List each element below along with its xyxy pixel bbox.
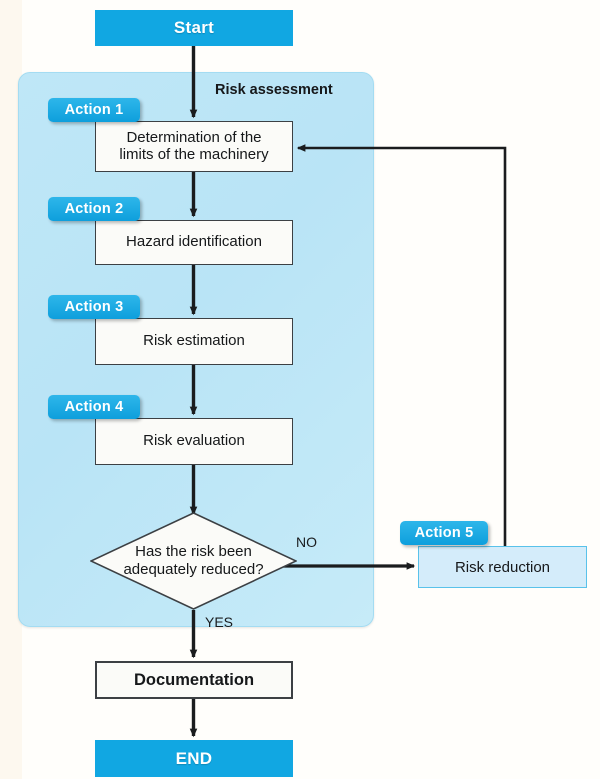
- decision-text: Has the risk been adequately reduced?: [90, 512, 297, 610]
- decision-line1: Has the risk been: [135, 543, 252, 561]
- start-terminator[interactable]: Start: [95, 10, 293, 46]
- badge-action-5[interactable]: Action 5: [400, 521, 488, 545]
- decision-line2: adequately reduced?: [123, 561, 264, 578]
- step-box-determination-of-limits[interactable]: Determination of the limits of the machi…: [95, 121, 293, 172]
- branch-label-no: NO: [296, 534, 317, 550]
- step-box-hazard-identification[interactable]: Hazard identification: [95, 220, 293, 265]
- badge-action-1[interactable]: Action 1: [48, 98, 140, 122]
- badge-action-3[interactable]: Action 3: [48, 295, 140, 319]
- start-label: Start: [173, 18, 215, 37]
- documentation-box[interactable]: Documentation: [95, 661, 293, 699]
- risk-assessment-region-title: Risk assessment: [215, 82, 333, 98]
- step-label: Risk estimation: [143, 332, 245, 350]
- step-label: Risk reduction: [454, 558, 551, 576]
- branch-label-yes: YES: [205, 614, 234, 630]
- step-label: Hazard identification: [126, 233, 262, 251]
- step-box-risk-reduction[interactable]: Risk reduction: [418, 546, 587, 588]
- step-box-risk-evaluation[interactable]: Risk evaluation: [95, 418, 293, 465]
- end-terminator[interactable]: END: [95, 740, 293, 777]
- step-label: Risk evaluation: [143, 432, 245, 450]
- step-label-line1: Determination of the: [126, 128, 262, 146]
- badge-action-4[interactable]: Action 4: [48, 395, 140, 419]
- step-box-risk-estimation[interactable]: Risk estimation: [95, 318, 293, 365]
- documentation-label: Documentation: [133, 670, 255, 689]
- decision-diamond[interactable]: Has the risk been adequately reduced?: [89, 512, 298, 610]
- step-label-line2: limits of the machinery: [119, 145, 269, 163]
- badge-action-2[interactable]: Action 2: [48, 197, 140, 221]
- decision-diamond-shape: [89, 512, 298, 610]
- end-label: END: [175, 748, 213, 768]
